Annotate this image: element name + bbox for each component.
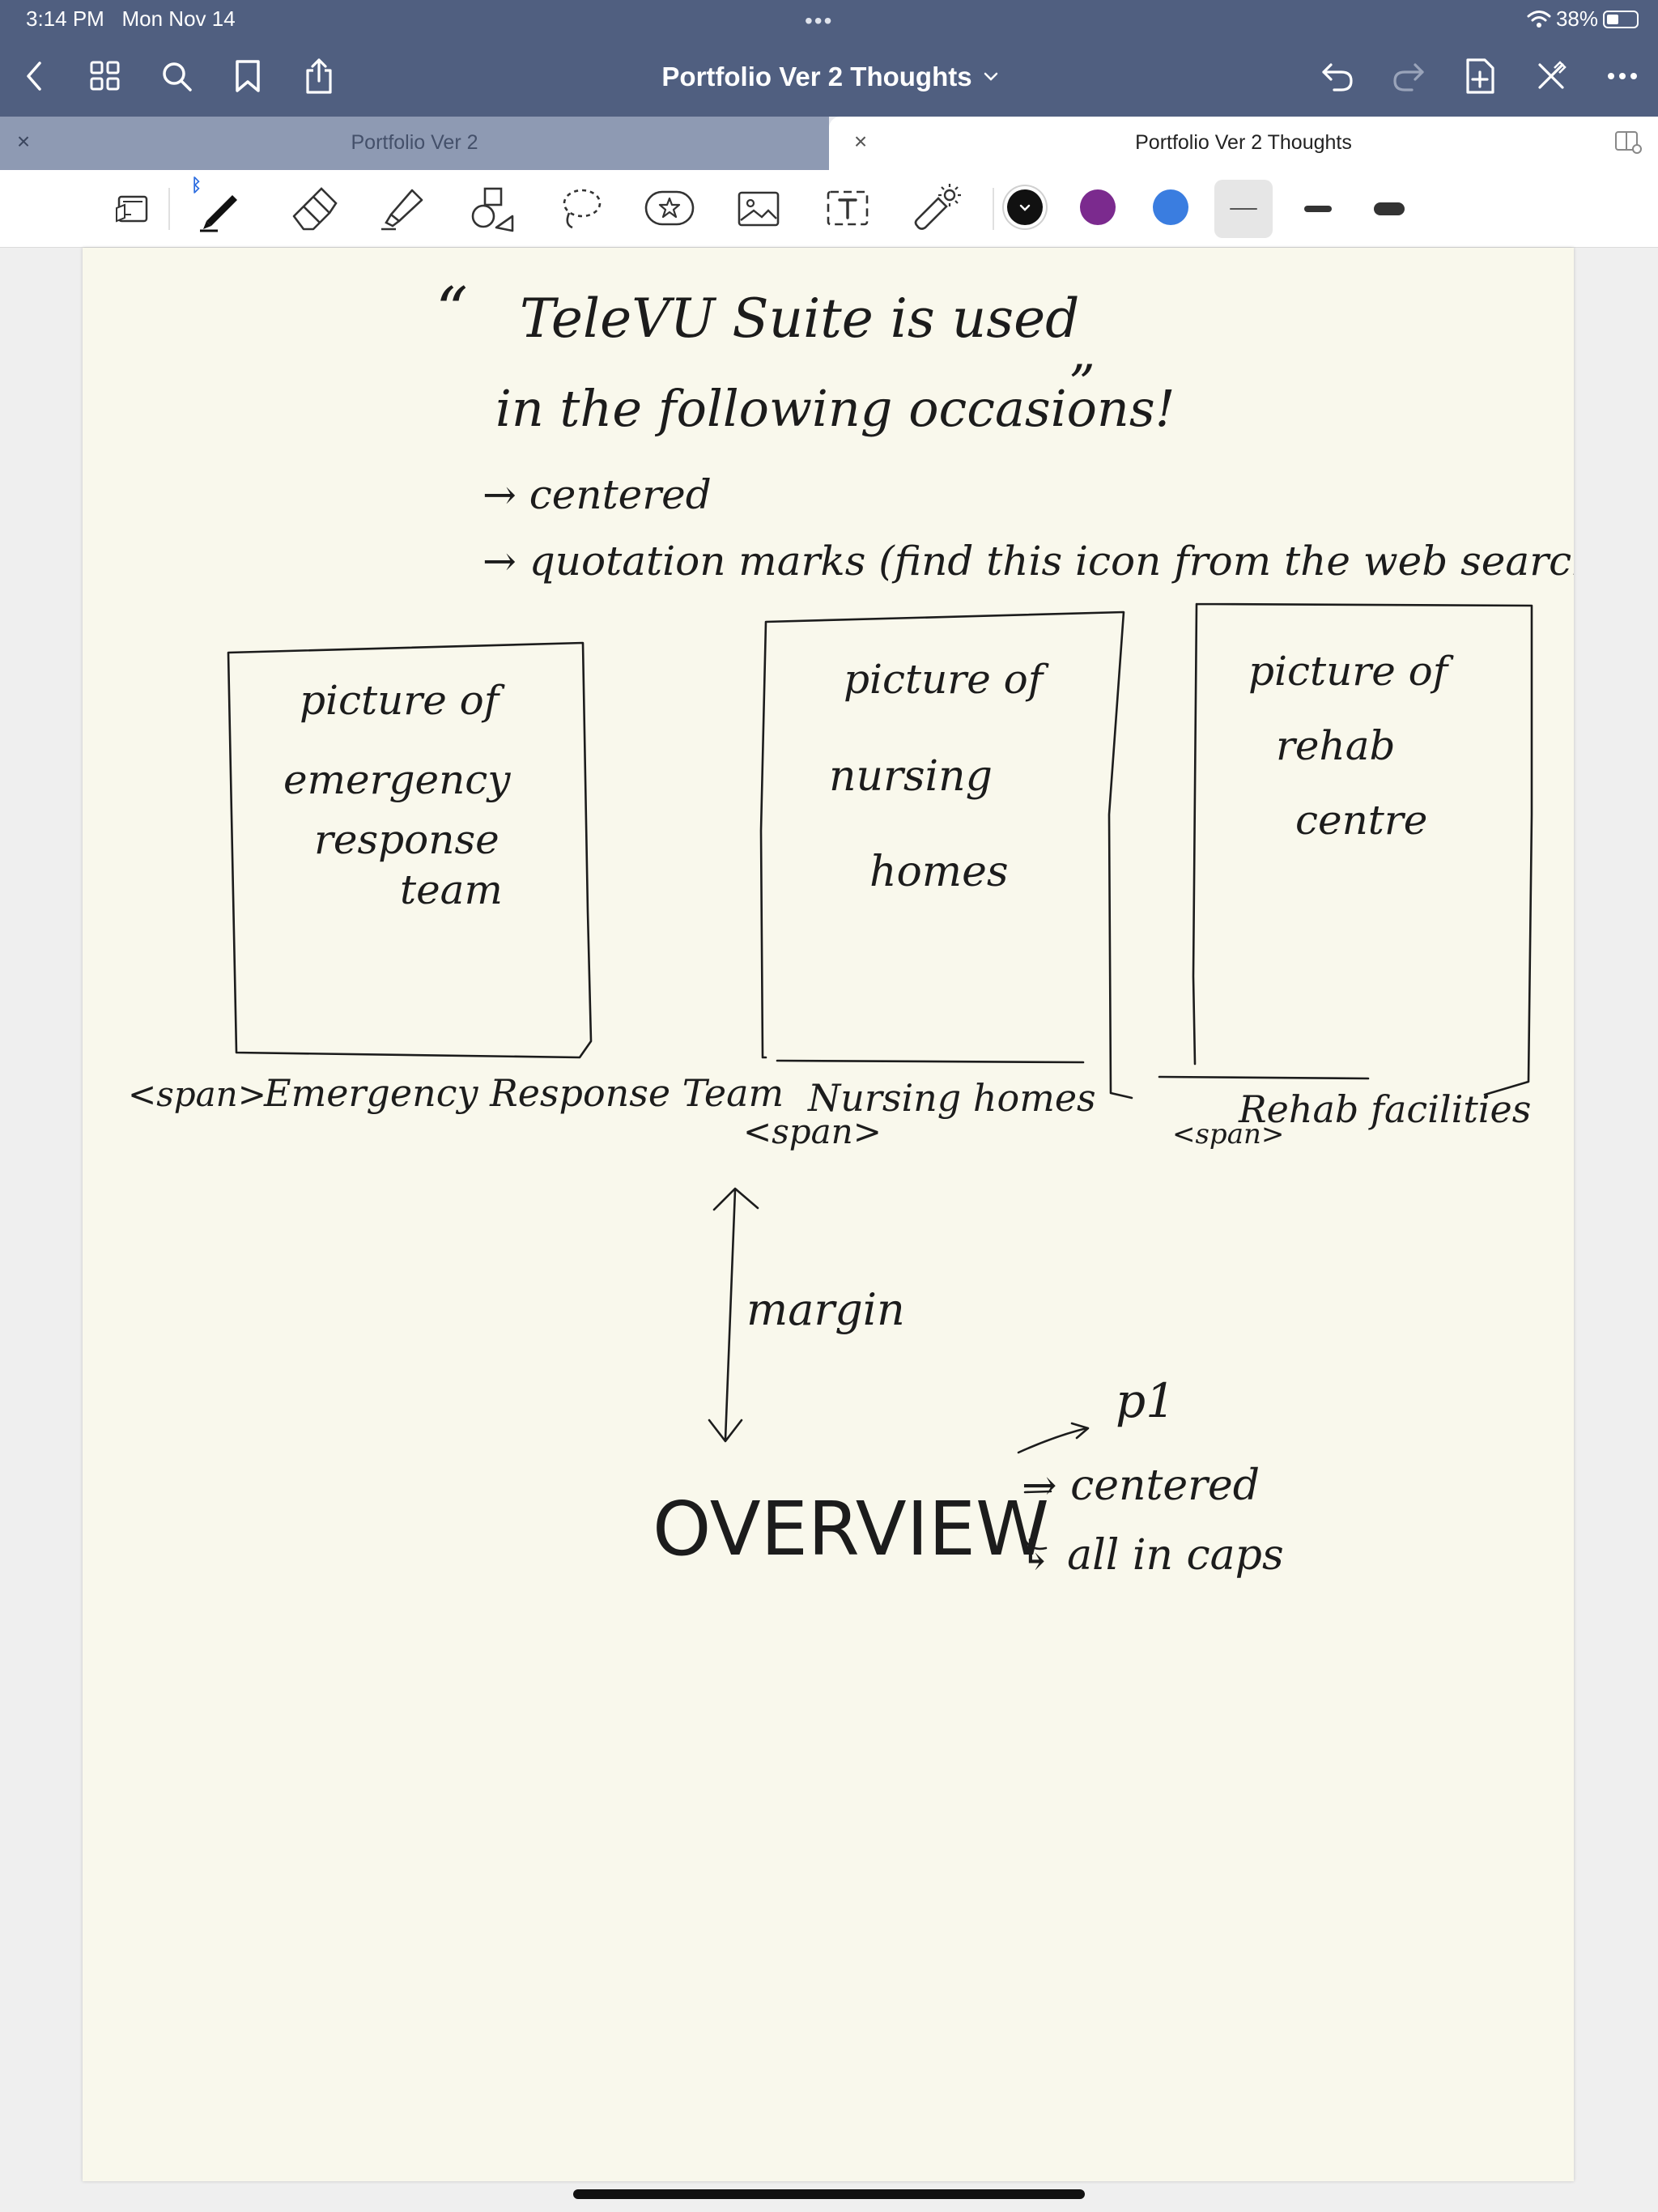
text-icon[interactable] — [821, 181, 874, 235]
box-emergency-line-2: emergency — [283, 756, 511, 803]
note-quotation-marks: → quotation marks (find this icon from t… — [483, 538, 1574, 585]
note-centered: → centered — [483, 471, 712, 518]
margin-arrow — [708, 1187, 759, 1443]
wifi-icon — [1527, 10, 1551, 28]
highlighter-icon[interactable] — [376, 181, 429, 235]
box-nursing-line-2: nursing — [829, 752, 993, 801]
box-rehab-line-3: centre — [1295, 797, 1427, 844]
notebook-page[interactable]: “ TeleVU Suite is used in the following … — [83, 248, 1574, 2181]
undo-icon[interactable] — [1315, 53, 1360, 99]
toolbar-divider — [168, 188, 170, 230]
caption-nursing: Nursing homes — [807, 1076, 1096, 1120]
image-icon[interactable] — [732, 181, 785, 235]
elements-icon[interactable] — [643, 181, 696, 235]
box-emergency-line-3: response — [314, 816, 500, 863]
box-rehab-line-1: picture of — [1248, 648, 1454, 695]
shapes-icon[interactable] — [465, 181, 518, 235]
stroke-thick-icon — [1374, 202, 1405, 215]
pen-icon[interactable]: ᛒ — [191, 175, 248, 235]
stroke-medium-button[interactable] — [1289, 180, 1347, 238]
eraser-icon[interactable] — [287, 181, 340, 235]
quote-line-2: in the following occasions! — [495, 379, 1175, 438]
picture-box-nursing — [759, 610, 1133, 1100]
box-nursing-line-1: picture of — [844, 656, 1049, 703]
top-navigation-bar: 3:14 PM Mon Nov 14 ••• 38% Portfolio Ver… — [0, 0, 1658, 117]
tab-portfolio-ver-2[interactable]: × Portfolio Ver 2 — [0, 117, 829, 170]
caption-emergency: Emergency Response Team — [263, 1071, 784, 1115]
handwritten-ink-layer: “ TeleVU Suite is used in the following … — [128, 274, 1574, 1580]
battery-percent: 38% — [1555, 6, 1598, 31]
status-time: 3:14 PM — [26, 6, 104, 31]
multitasking-dots[interactable]: ••• — [805, 8, 834, 33]
tab-portfolio-ver-2-thoughts[interactable]: × Portfolio Ver 2 Thoughts — [829, 117, 1658, 170]
document-title: Portfolio Ver 2 Thoughts — [661, 62, 972, 91]
margin-label: margin — [746, 1284, 905, 1335]
tab-bar: × Portfolio Ver 2 × Portfolio Ver 2 Thou… — [0, 117, 1658, 170]
lasso-icon[interactable] — [555, 181, 609, 235]
close-pen-icon[interactable] — [1528, 53, 1574, 99]
grid-icon[interactable] — [83, 53, 128, 99]
open-quote-mark: “ — [436, 274, 468, 347]
caption-span-tag-2: <span> — [743, 1112, 882, 1151]
quote-line-1: TeleVU Suite is used — [520, 287, 1079, 350]
stroke-medium-icon — [1304, 206, 1332, 212]
read-only-icon[interactable] — [107, 181, 160, 235]
close-quote-mark: ” — [1069, 355, 1095, 415]
box-emergency-line-4: team — [400, 866, 503, 913]
box-rehab-line-2: rehab — [1276, 722, 1396, 769]
more-icon[interactable] — [1600, 53, 1645, 99]
tab-label: Portfolio Ver 2 Thoughts — [1135, 131, 1352, 154]
home-indicator[interactable] — [573, 2189, 1085, 2199]
status-right: 38% — [1527, 6, 1639, 32]
close-tab-icon[interactable]: × — [16, 129, 31, 154]
status-date: Mon Nov 14 — [121, 6, 236, 31]
share-icon[interactable] — [296, 53, 342, 99]
status-time-date: 3:14 PM Mon Nov 14 — [26, 6, 236, 32]
box-nursing-line-3: homes — [869, 848, 1009, 896]
box-emergency-line-1: picture of — [300, 677, 505, 724]
laser-pointer-icon[interactable] — [910, 181, 963, 235]
tab-label: Portfolio Ver 2 — [351, 131, 478, 154]
stroke-thin-icon — [1230, 208, 1257, 210]
chevron-down-icon — [984, 72, 997, 81]
toolbar-divider — [993, 188, 994, 230]
add-page-icon[interactable] — [1457, 53, 1503, 99]
chevron-down-icon — [1019, 204, 1031, 211]
note-overview-centered: → centered — [1022, 1461, 1260, 1510]
bluetooth-badge: ᛒ — [191, 175, 202, 195]
caption-span-tag-3: <span> — [1172, 1118, 1284, 1151]
overview-heading: OVERVIEW — [653, 1486, 1049, 1572]
color-swatch-blue[interactable] — [1153, 189, 1188, 225]
stroke-thick-button[interactable] — [1360, 180, 1418, 238]
document-title-button[interactable]: Portfolio Ver 2 Thoughts — [599, 57, 1061, 97]
picture-box-rehab — [1158, 602, 1533, 1096]
picture-box-emergency — [227, 641, 593, 1059]
search-icon[interactable] — [154, 53, 199, 99]
color-swatch-black[interactable] — [1007, 189, 1043, 225]
caption-rehab: Rehab facilities — [1238, 1087, 1531, 1131]
note-all-in-caps: ↳ all in caps — [1018, 1531, 1284, 1580]
battery-icon — [1603, 10, 1639, 28]
redo-icon[interactable] — [1386, 53, 1431, 99]
note-p1: p1 — [1116, 1373, 1175, 1428]
stroke-thin-button[interactable] — [1214, 180, 1273, 238]
color-swatch-purple[interactable] — [1080, 189, 1116, 225]
close-tab-icon[interactable]: × — [853, 129, 868, 154]
split-view-icon[interactable] — [1614, 130, 1642, 158]
bookmark-icon[interactable] — [225, 53, 270, 99]
caption-span-tag-1: <span> — [128, 1074, 266, 1114]
drawing-toolbar: ᛒ — [0, 170, 1658, 248]
back-icon[interactable] — [11, 53, 57, 99]
